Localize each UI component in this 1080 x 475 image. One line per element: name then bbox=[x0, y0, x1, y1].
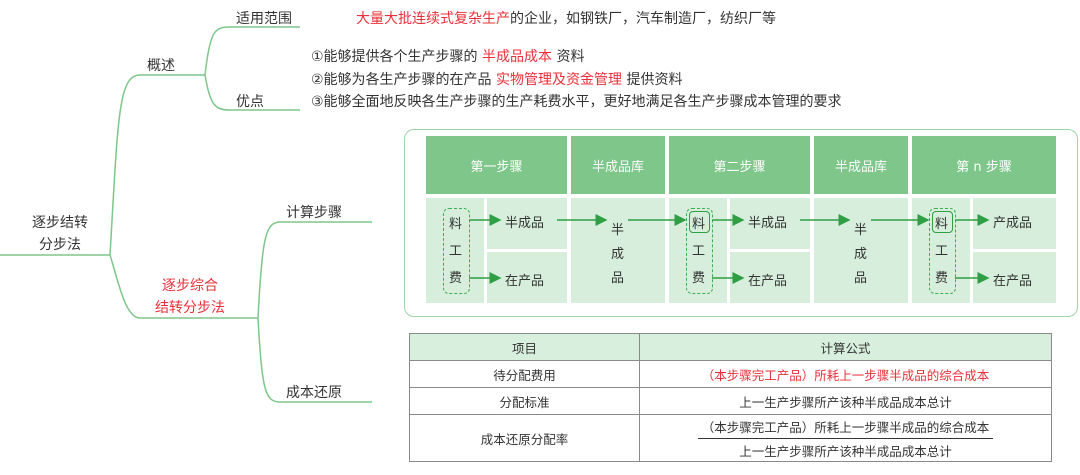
adv2-prefix: ②能够为各生产步骤的在产品 bbox=[311, 72, 497, 88]
warehouse1-label-2: 成 bbox=[611, 247, 625, 262]
step2-input-box bbox=[686, 208, 713, 294]
warehouse1-label-3: 品 bbox=[611, 271, 625, 286]
table-cell-fraction: （本步骤完工产品）所耗上一步骤半成品的综合成本 上一生产步骤所产该种半成品成本总… bbox=[639, 414, 1052, 462]
advantage-item-2: ②能够为各生产步骤的在产品 实物管理及资金管理 提供资料 bbox=[311, 69, 682, 89]
step2-input-labor: 工 bbox=[692, 244, 706, 259]
adv2-highlight: 实物管理及资金管理 bbox=[496, 72, 623, 88]
comprehensive-node: 逐步综合 结转分步法 bbox=[140, 275, 240, 319]
root-line1: 逐步结转 bbox=[32, 215, 88, 231]
table-row: 分配标准 上一生产步骤所产该种半成品成本总计 bbox=[409, 387, 1052, 415]
advantages-node: 优点 bbox=[236, 94, 264, 110]
comprehensive-line2: 结转分步法 bbox=[155, 300, 225, 316]
scope-node: 适用范围 bbox=[236, 11, 292, 27]
adv1-prefix: ①能够提供各个生产步骤的 bbox=[311, 49, 483, 65]
stepn-input-labor: 工 bbox=[935, 244, 949, 259]
root-node: 逐步结转 分步法 bbox=[20, 212, 100, 256]
warehouse1-label-1: 半 bbox=[611, 223, 625, 238]
table-cell-formula: 上一生产步骤所产该种半成品成本总计 bbox=[639, 387, 1052, 415]
step1-output-semi: 半成品 bbox=[505, 216, 545, 231]
cost-restore-table: 项目 计算公式 待分配费用 （本步骤完工产品）所耗上一步骤半成品的综合成本 分配… bbox=[409, 333, 1052, 462]
table-cell-formula: （本步骤完工产品）所耗上一步骤半成品的综合成本 bbox=[639, 360, 1052, 388]
comprehensive-line1: 逐步综合 bbox=[162, 278, 218, 294]
flow-cell bbox=[814, 198, 908, 303]
step2-output-semi: 半成品 bbox=[748, 216, 788, 231]
step1-input-box bbox=[443, 208, 470, 294]
advantage-item-3: ③能够全面地反映各生产步骤的生产耗费水平，更好地满足各生产步骤成本管理的要求 bbox=[311, 91, 842, 111]
adv1-highlight: 半成品成本 bbox=[482, 49, 553, 65]
advantage-item-1: ①能够提供各个生产步骤的 半成品成本 资料 bbox=[311, 46, 584, 66]
overview-node: 概述 bbox=[147, 58, 175, 74]
table-header-row: 项目 计算公式 bbox=[409, 333, 1052, 361]
flow-header-stepn: 第 n 步骤 bbox=[912, 136, 1056, 194]
adv1-suffix: 资料 bbox=[552, 49, 585, 65]
stepn-output-finished: 产成品 bbox=[993, 216, 1033, 231]
flow-cell bbox=[571, 198, 665, 303]
table-header-formula: 计算公式 bbox=[639, 333, 1052, 361]
flow-header-step2: 第二步骤 bbox=[669, 136, 810, 194]
scope-text: 大量大批连续式复杂生产的企业，如钢铁厂，汽车制造厂，纺织厂等 bbox=[356, 8, 776, 28]
table-row: 成本还原分配率 （本步骤完工产品）所耗上一步骤半成品的综合成本 上一生产步骤所产… bbox=[409, 414, 1052, 462]
adv2-suffix: 提供资料 bbox=[622, 72, 683, 88]
stepn-output-wip: 在产品 bbox=[993, 274, 1033, 289]
flow-header-warehouse2: 半成品库 bbox=[814, 136, 908, 194]
table-cell-item: 分配标准 bbox=[409, 387, 640, 415]
table-row: 待分配费用 （本步骤完工产品）所耗上一步骤半成品的综合成本 bbox=[409, 360, 1052, 388]
flow-cell bbox=[426, 198, 484, 303]
stepn-input-material: 料 bbox=[935, 217, 949, 232]
root-line2: 分步法 bbox=[39, 237, 81, 253]
flow-header-step1: 第一步骤 bbox=[426, 136, 567, 194]
adv3-prefix: ③能够全面地反映各生产步骤的生产耗费水平，更好地满足各生产步骤成本管理的要求 bbox=[311, 94, 842, 110]
fraction-denominator: 上一生产步骤所产该种半成品成本总计 bbox=[739, 443, 952, 459]
table-cell-item: 待分配费用 bbox=[409, 360, 640, 388]
scope-rest: 的企业，如钢铁厂，汽车制造厂，纺织厂等 bbox=[510, 11, 776, 27]
table-header-item: 项目 bbox=[409, 333, 640, 361]
steps-node: 计算步骤 bbox=[286, 205, 342, 221]
step1-input-labor: 工 bbox=[449, 244, 463, 259]
step1-output-wip: 在产品 bbox=[505, 274, 545, 289]
table-cell-item: 成本还原分配率 bbox=[409, 414, 640, 462]
step2-material-highlight bbox=[689, 211, 710, 233]
stepn-input-box bbox=[929, 208, 956, 294]
fraction-numerator: （本步骤完工产品）所耗上一步骤半成品的综合成本 bbox=[697, 417, 994, 439]
restore-node: 成本还原 bbox=[286, 385, 342, 401]
warehouse2-label-3: 品 bbox=[854, 271, 868, 286]
flow-header-warehouse1: 半成品库 bbox=[571, 136, 665, 194]
step1-input-overhead: 费 bbox=[449, 271, 463, 286]
step1-input-material: 料 bbox=[449, 217, 463, 232]
step2-input-material: 料 bbox=[692, 217, 706, 232]
warehouse2-label-2: 成 bbox=[854, 247, 868, 262]
warehouse2-label-1: 半 bbox=[854, 223, 868, 238]
step2-output-wip: 在产品 bbox=[748, 274, 788, 289]
step2-input-overhead: 费 bbox=[692, 271, 706, 286]
scope-highlight: 大量大批连续式复杂生产 bbox=[356, 11, 510, 27]
stepn-material-highlight bbox=[932, 211, 953, 233]
stepn-input-overhead: 费 bbox=[935, 271, 949, 286]
